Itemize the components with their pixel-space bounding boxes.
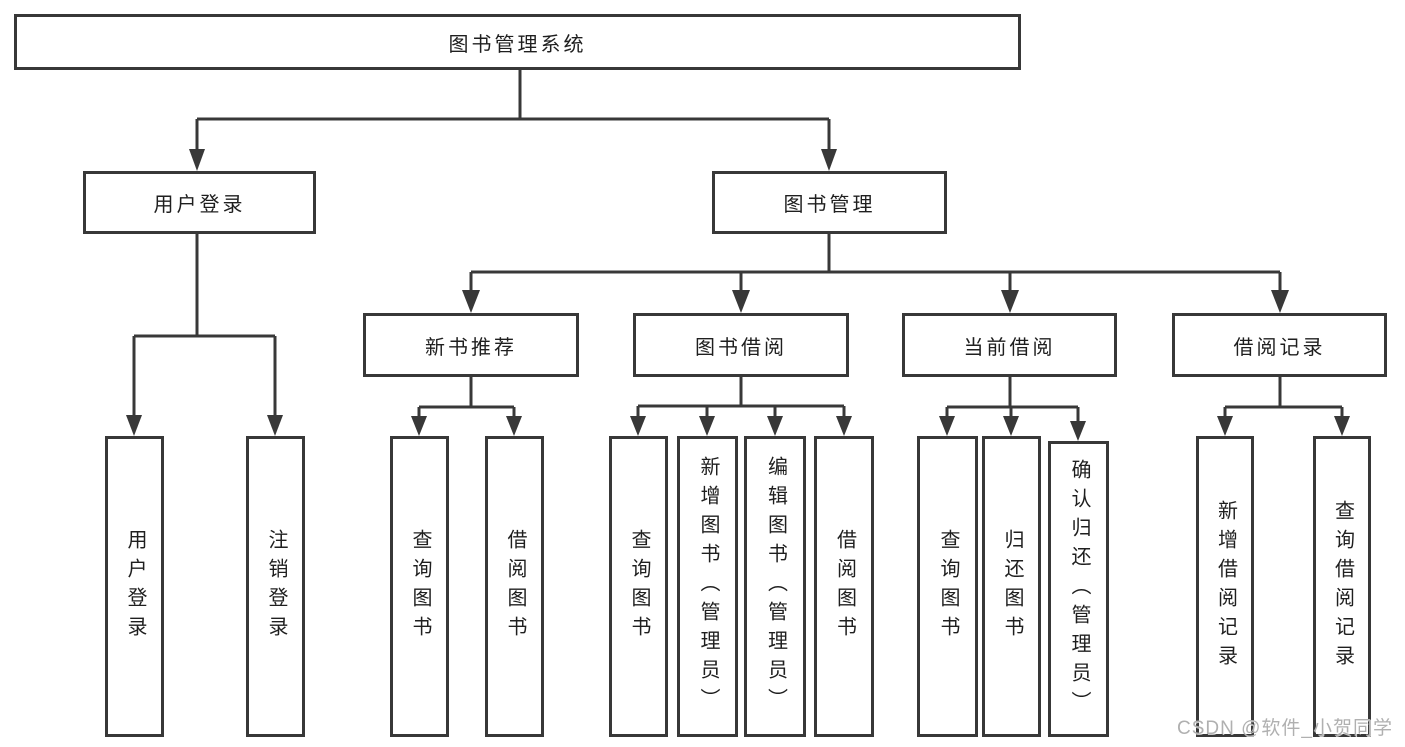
arrowhead	[1271, 290, 1289, 313]
node-book-borrow-label: 图书借阅	[695, 336, 787, 359]
node-leaf-borrow-book-1-label: 借阅图书	[504, 528, 526, 645]
arrowhead	[126, 415, 142, 436]
csdn-watermark: CSDN @软件_小贺同学	[1177, 718, 1393, 739]
node-current-borrow-label: 当前借阅	[963, 336, 1056, 359]
node-leaf-add-book-admin: 新增图书（管理员）	[677, 436, 738, 737]
node-leaf-user-login-label: 用户登录	[124, 528, 146, 645]
arrowhead	[1217, 416, 1233, 436]
node-root-system: 图书管理系统	[14, 14, 1021, 70]
node-leaf-logout: 注销登录	[246, 436, 305, 737]
node-leaf-query-book-1-label: 查询图书	[409, 528, 431, 645]
node-book-management: 图书管理	[712, 171, 947, 234]
connector-borrow-record-children	[1217, 377, 1350, 436]
arrowhead	[836, 416, 852, 436]
node-leaf-add-borrow-record: 新增借阅记录	[1196, 436, 1254, 737]
arrowhead	[767, 416, 783, 436]
node-leaf-return-book: 归还图书	[982, 436, 1041, 737]
node-new-book-recommend: 新书推荐	[363, 313, 579, 377]
arrowhead	[506, 416, 522, 436]
node-leaf-return-book-label: 归还图书	[1001, 528, 1023, 645]
node-leaf-borrow-book-2: 借阅图书	[814, 436, 874, 737]
node-leaf-query-book-1: 查询图书	[390, 436, 449, 737]
node-leaf-confirm-return-admin: 确认归还（管理员）	[1048, 441, 1109, 737]
node-leaf-logout-label: 注销登录	[265, 528, 287, 645]
node-leaf-borrow-book-2-label: 借阅图书	[833, 528, 856, 645]
arrowhead	[1334, 416, 1350, 436]
node-leaf-query-borrow-record-label: 查询借阅记录	[1331, 499, 1354, 674]
connector-new-book-children	[411, 377, 522, 436]
node-leaf-query-book-2: 查询图书	[609, 436, 668, 737]
arrowhead	[1003, 416, 1019, 436]
node-new-book-recommend-label: 新书推荐	[425, 336, 517, 359]
arrowhead	[699, 416, 715, 436]
connector-root-to-level2	[189, 70, 837, 171]
node-leaf-add-borrow-record-label: 新增借阅记录	[1214, 499, 1237, 674]
connector-user-login-children	[126, 234, 283, 436]
node-leaf-query-borrow-record: 查询借阅记录	[1313, 436, 1371, 737]
node-book-borrow: 图书借阅	[633, 313, 849, 377]
arrowhead	[732, 290, 750, 313]
node-leaf-user-login: 用户登录	[105, 436, 164, 737]
node-borrow-records: 借阅记录	[1172, 313, 1387, 377]
node-root-system-label: 图书管理系统	[448, 33, 587, 56]
node-leaf-borrow-book-1: 借阅图书	[485, 436, 544, 737]
node-book-management-label: 图书管理	[783, 194, 876, 216]
node-leaf-query-book-2-label: 查询图书	[628, 528, 650, 645]
node-user-login-label: 用户登录	[153, 194, 246, 216]
arrowhead	[821, 149, 837, 171]
node-user-login: 用户登录	[83, 171, 316, 234]
connector-current-borrow-children	[939, 377, 1086, 441]
arrowhead	[462, 290, 480, 313]
arrowhead	[1070, 421, 1086, 441]
arrowhead	[267, 415, 283, 436]
arrowhead	[630, 416, 646, 436]
node-borrow-records-label: 借阅记录	[1233, 336, 1326, 359]
arrowhead	[939, 416, 955, 436]
node-current-borrow: 当前借阅	[902, 313, 1117, 377]
node-leaf-edit-book-admin-label: 编辑图书（管理员）	[764, 456, 787, 717]
connector-book-borrow-children	[630, 377, 852, 436]
node-leaf-query-book-3-label: 查询图书	[937, 528, 959, 645]
node-leaf-confirm-return-admin-label: 确认归还（管理员）	[1068, 458, 1090, 720]
arrowhead	[411, 416, 427, 436]
arrowhead	[189, 149, 205, 171]
node-leaf-add-book-admin-label: 新增图书（管理员）	[697, 456, 719, 717]
node-leaf-edit-book-admin: 编辑图书（管理员）	[744, 436, 806, 737]
node-leaf-query-book-3: 查询图书	[917, 436, 978, 737]
connector-book-mgmt-children	[462, 234, 1289, 313]
arrowhead	[1001, 290, 1019, 313]
